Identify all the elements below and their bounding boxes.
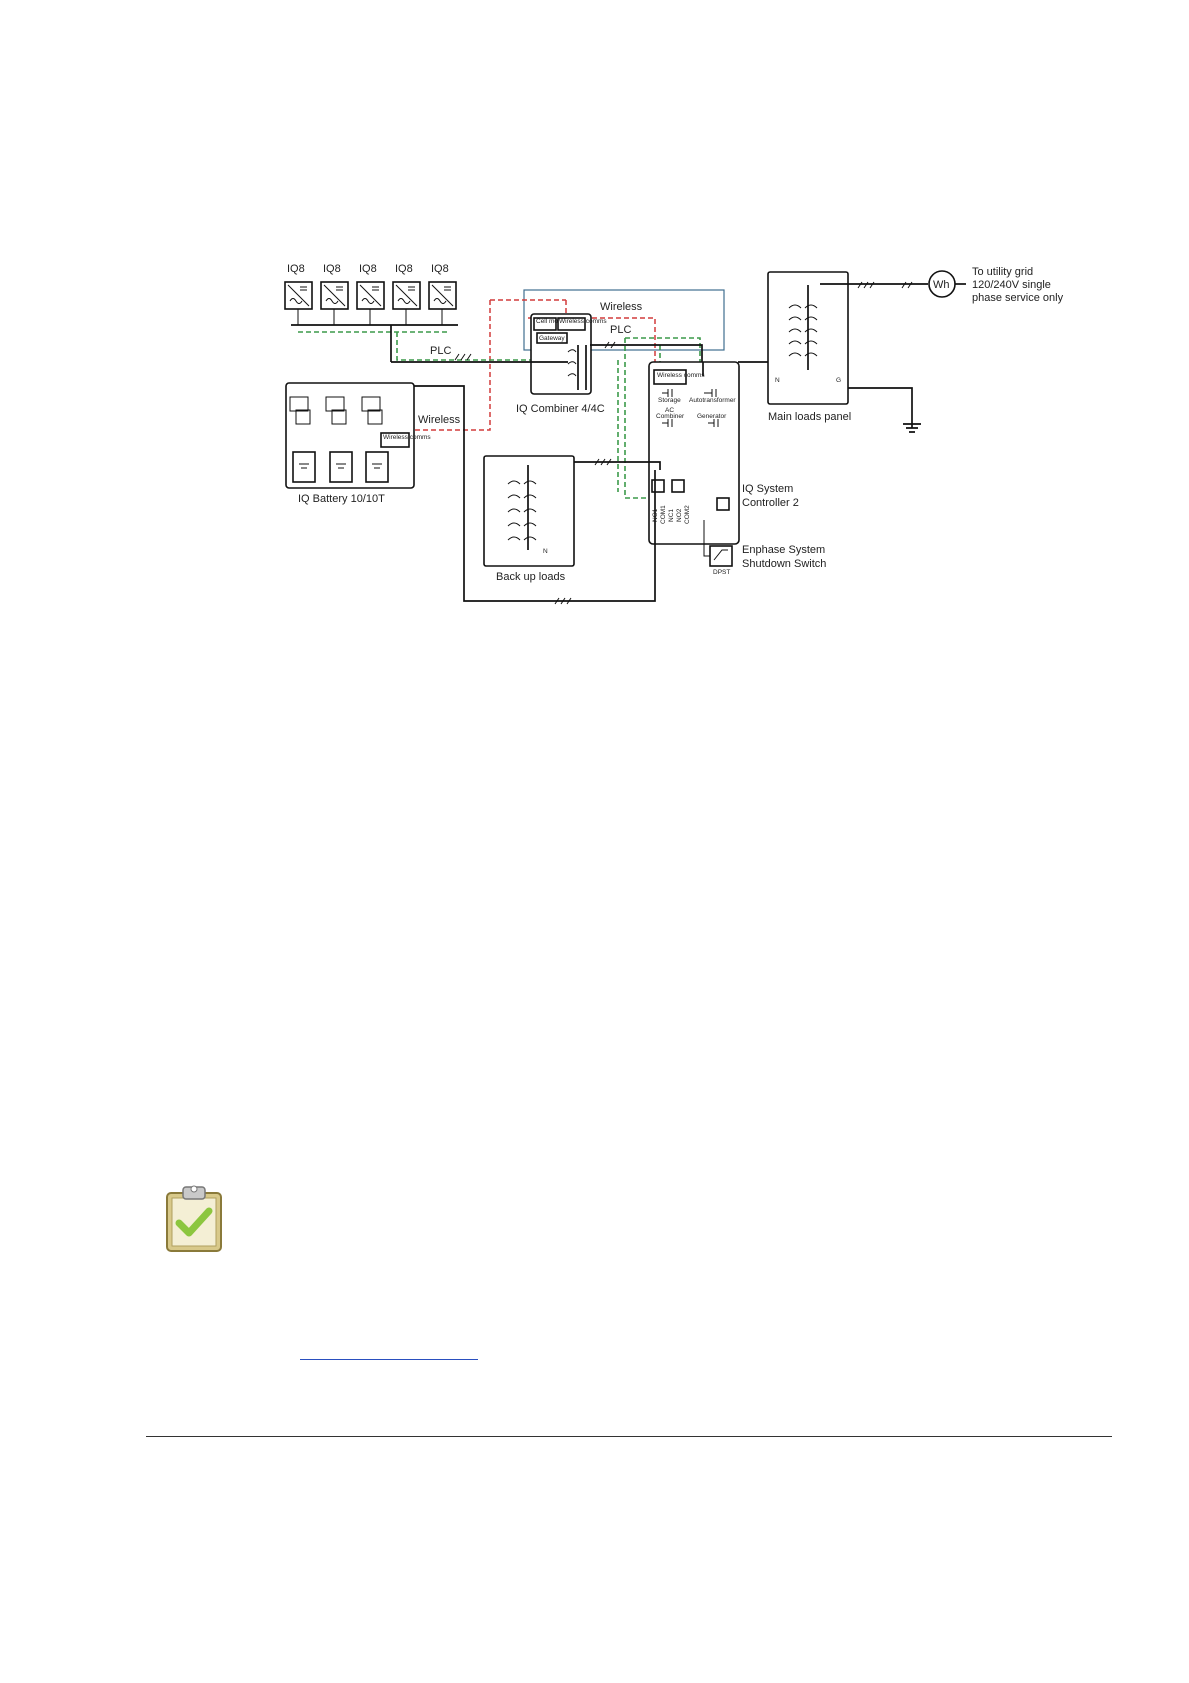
storage-label: Storage: [658, 397, 681, 404]
wireless-link-red: [410, 299, 656, 431]
gateway-label: Gateway: [539, 335, 565, 342]
plc-link-green: [396, 332, 701, 499]
footer-divider: [146, 1436, 1112, 1437]
combiner-wireless-comms-label: Wireless comms: [559, 318, 607, 325]
shutdown-line2: Shutdown Switch: [742, 558, 826, 570]
microinverter-array: IQ8 IQ8 IQ8 IQ8: [284, 263, 458, 362]
cell-modem-label: Cell modem: [536, 318, 571, 325]
grid-line1: To utility grid: [972, 266, 1033, 278]
combiner-label: Combiner: [656, 413, 685, 420]
clipboard-check-icon: [163, 1183, 225, 1255]
microinverter-2: IQ8: [320, 263, 349, 325]
microinverter-4: IQ8: [392, 263, 421, 325]
iq-combiner: Cell modem Wireless comms Gateway IQ Com…: [516, 313, 607, 415]
shutdown-switch: DPST Enphase System Shutdown Switch: [703, 520, 826, 576]
power-wiring: [391, 344, 768, 602]
meter-label: Wh: [933, 279, 950, 291]
combiner-name: IQ Combiner 4/4C: [516, 403, 605, 415]
terminal-com2: COM2: [684, 505, 691, 524]
panel-g-label: G: [836, 377, 841, 384]
grid-line3: phase service only: [972, 292, 1064, 304]
controller-wireless-comms-label: Wireless comms: [657, 372, 705, 379]
autotransformer-label: Autotransformer: [689, 397, 736, 404]
plc-left-label: PLC: [430, 345, 451, 357]
wireless-zone-outline: [523, 289, 725, 351]
microinverter-label: IQ8: [431, 263, 449, 275]
battery-wireless-comms-label: Wireless comms: [383, 434, 431, 441]
ac-label: AC: [665, 407, 674, 414]
battery-name: IQ Battery 10/10T: [298, 493, 385, 505]
grid-line2: 120/240V single: [972, 279, 1051, 291]
ground-icon: [903, 423, 921, 433]
wireless-top-label: Wireless: [600, 301, 643, 313]
reference-link[interactable]: [300, 1345, 478, 1360]
dpst-label: DPST: [713, 569, 730, 576]
shutdown-line1: Enphase System: [742, 544, 825, 556]
backup-n-label: N: [543, 548, 548, 555]
wireless-left-label: Wireless: [418, 414, 461, 426]
main-loads-panel: N G Main loads panel: [767, 271, 851, 423]
microinverter-label: IQ8: [287, 263, 305, 275]
iq-system-controller: Wireless comms Storage Autotransformer A…: [648, 361, 799, 545]
terminal-com1: COM1: [660, 505, 667, 524]
microinverter-1: IQ8: [284, 263, 313, 325]
backup-loads-panel: N Back up loads: [483, 455, 575, 583]
terminal-no2: NO2: [676, 508, 683, 522]
utility-grid-connection: Wh To utility grid 120/240V single phase…: [820, 266, 1064, 433]
plc-mid-label: PLC: [610, 324, 631, 336]
microinverter-3: IQ8: [356, 263, 385, 325]
panel-n-label: N: [775, 377, 780, 384]
microinverter-label: IQ8: [323, 263, 341, 275]
controller-name-line2: Controller 2: [742, 497, 799, 509]
main-panel-name: Main loads panel: [768, 411, 851, 423]
terminal-nc1: NC1: [668, 509, 675, 522]
microinverter-5: IQ8: [428, 263, 457, 325]
microinverter-label: IQ8: [395, 263, 413, 275]
backup-name: Back up loads: [496, 571, 566, 583]
iq-battery: Wireless comms IQ Battery 10/10T: [285, 382, 431, 505]
microinverter-label: IQ8: [359, 263, 377, 275]
controller-name-line1: IQ System: [742, 483, 793, 495]
generator-label: Generator: [697, 413, 727, 420]
